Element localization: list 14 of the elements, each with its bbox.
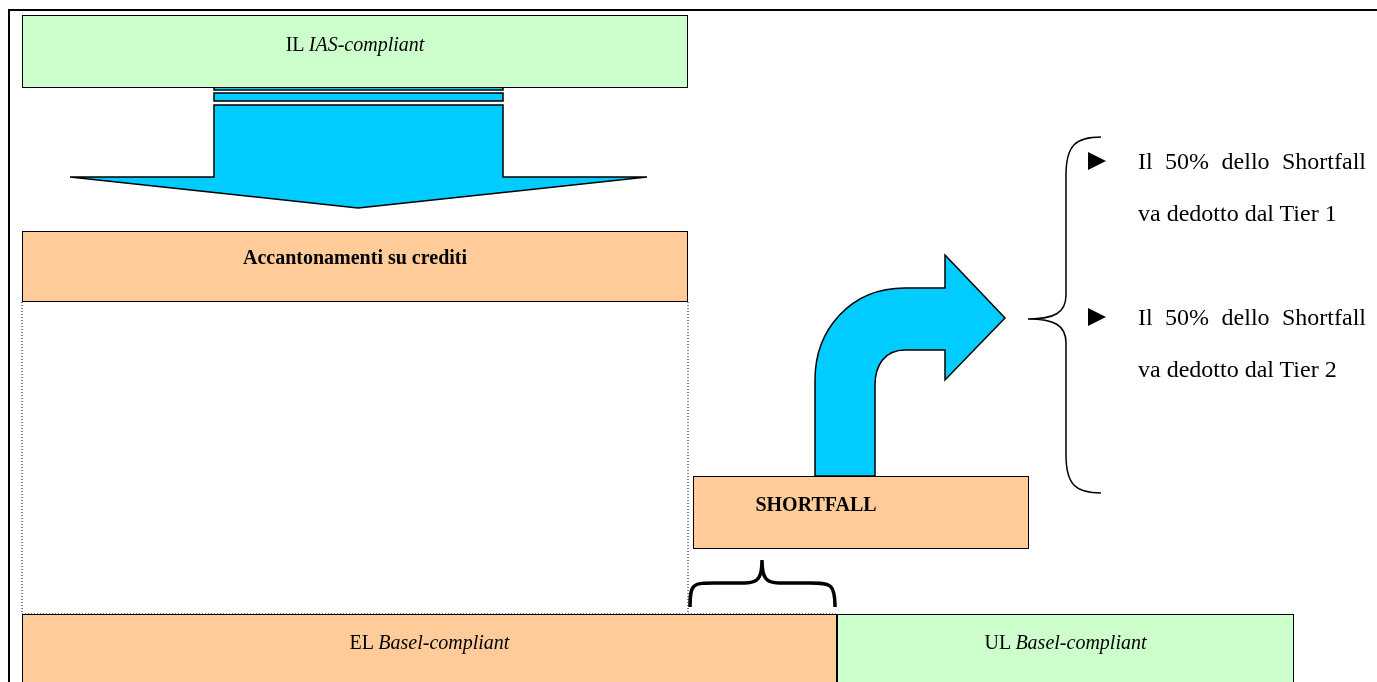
box-label: Accantonamenti su crediti	[242, 246, 468, 270]
box-label: SHORTFALL	[755, 493, 877, 517]
block-arrow	[814, 254, 1006, 477]
label-box	[22, 231, 688, 302]
box-label: EL Basel-compliant	[349, 631, 510, 656]
box-label: IL IAS-compliant	[285, 33, 425, 58]
label-box	[693, 476, 1029, 549]
label-box	[837, 614, 1294, 682]
label-box	[22, 614, 837, 682]
box-label: UL Basel-compliant	[984, 631, 1147, 656]
label-box	[22, 15, 688, 88]
bullet-text: Il 50% dello Shortfall va dedotto dal Tier 1	[1138, 147, 1366, 228]
block-arrow	[69, 85, 648, 209]
bullet-text: Il 50% dello Shortfall va dedotto dal Tier 2	[1138, 303, 1366, 384]
